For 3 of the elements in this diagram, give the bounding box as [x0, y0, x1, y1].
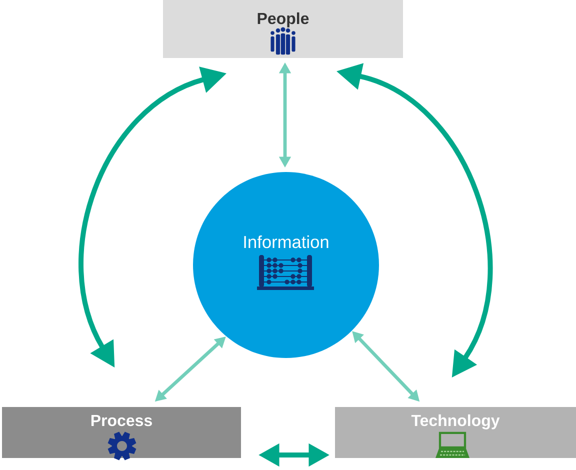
technology-box: Technology [335, 406, 576, 458]
process-box: Process [2, 406, 241, 458]
people-box: People [163, 0, 403, 58]
